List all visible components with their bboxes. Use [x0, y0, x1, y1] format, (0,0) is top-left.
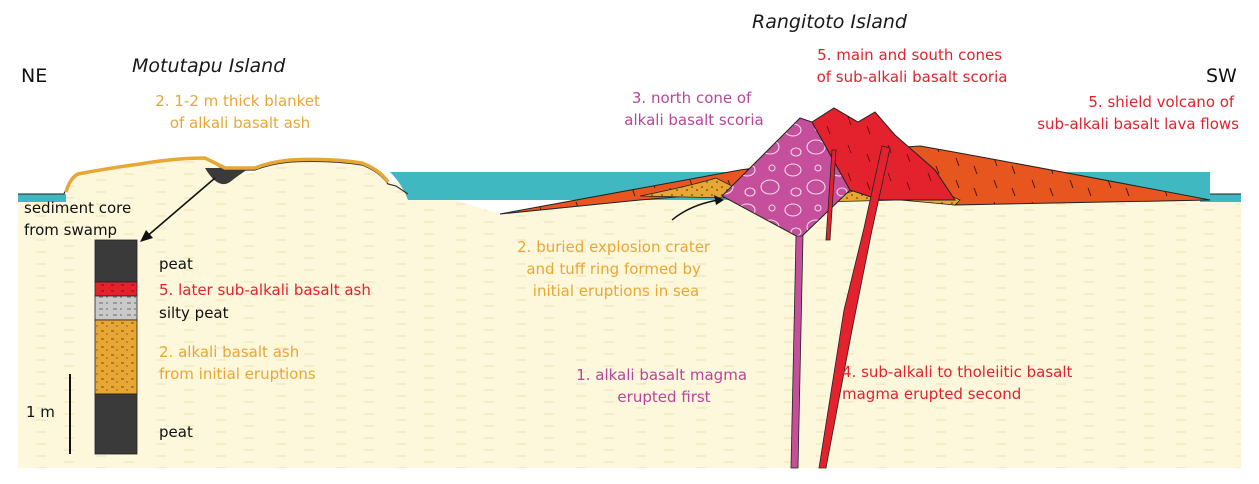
core-peat-top-label: peat — [159, 255, 193, 273]
motutapu-island-title: Motutapu Island — [132, 55, 286, 77]
rangitoto-island-title: Rangitoto Island — [752, 11, 908, 33]
core-silty-peat — [95, 296, 137, 320]
crater-label: 2. buried explosion crater and tuff ring… — [517, 238, 715, 300]
ash-blanket-label: 2. 1-2 m thick blanket of alkali basalt … — [155, 92, 324, 132]
core-red-ash — [95, 282, 137, 296]
core-peat-top — [95, 240, 137, 282]
direction-ne: NE — [21, 65, 47, 87]
core-peat-bottom-label: peat — [159, 423, 193, 441]
direction-sw: SW — [1206, 65, 1237, 87]
shield-label: 5. shield volcano of sub-alkali basalt l… — [1037, 93, 1239, 133]
scale-bar-label: 1 m — [26, 403, 55, 421]
core-silty-peat-label: silty peat — [159, 304, 229, 322]
core-peat-bottom — [95, 394, 137, 454]
main-cones-label: 5. main and south cones of sub-alkali ba… — [817, 46, 1008, 86]
core-alkali-ash — [95, 320, 137, 394]
core-later-ash-label: 5. later sub-alkali basalt ash — [159, 281, 371, 299]
sea-right — [1200, 194, 1241, 202]
north-cone-label: 3. north cone of alkali basalt scoria — [624, 89, 763, 129]
